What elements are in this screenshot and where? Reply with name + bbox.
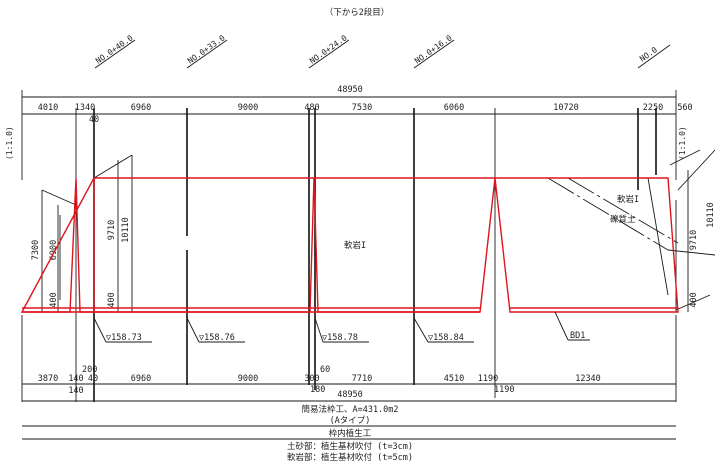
top-segment-dimensions: 4010 1340 40 6960 9000 480 7530 6060 107…: [22, 103, 693, 125]
footer-line: (Aタイプ): [330, 416, 371, 426]
elevation-label: ▽158.73: [106, 333, 142, 343]
top-total-dimension: 48950: [22, 85, 676, 98]
bottom-dim: 12340: [575, 374, 601, 384]
station-marker: NO.0+16.0: [413, 33, 455, 69]
left-height-label: 6900: [49, 240, 59, 260]
left-height-label: 400: [107, 292, 117, 307]
geology-boundaries: [547, 149, 715, 296]
left-height-label: 9710: [107, 220, 117, 240]
bottom-dim: 7710: [352, 374, 372, 384]
station-label: NO.0+16.0: [413, 33, 454, 65]
bottom-sub-dim: 140: [68, 386, 83, 396]
bottom-dim: 40: [88, 374, 98, 384]
bottom-dim: 3870: [38, 374, 58, 384]
bd-marker: BD1: [554, 311, 590, 341]
gravel-soil-label: 礫質土: [610, 214, 636, 225]
left-height-label: 7300: [31, 240, 41, 260]
bottom-small-dim: 60: [320, 365, 330, 375]
bottom-small-dim: 180: [310, 385, 325, 395]
bottom-small-dim: 200: [82, 365, 97, 375]
elevation-label: ▽158.78: [322, 333, 358, 343]
header-note: （下から2段目）: [325, 7, 390, 18]
top-dim: 4010: [38, 103, 58, 113]
footer-notes: 簡易法枠工、A=431.0m2 (Aタイプ) 枠内植生工 土砂部：植生基材吹付 …: [22, 404, 676, 463]
right-height-label: 10110: [706, 202, 715, 228]
station-marker: NO.0+40.0: [94, 33, 136, 69]
bottom-total-dimension: 48950: [22, 390, 676, 402]
top-dim: 7530: [352, 103, 372, 113]
rock-label-right: 軟岩I: [617, 194, 639, 205]
top-dim: 560: [677, 103, 692, 113]
bottom-dim: 1190: [478, 374, 498, 384]
top-dim: 6060: [444, 103, 464, 113]
bd-label: BD1: [570, 331, 585, 341]
footer-line: 土砂部：植生基材吹付 (t=3cm): [287, 441, 413, 452]
elevation-label: ▽158.84: [428, 333, 464, 343]
frame-outline: [20, 177, 679, 313]
top-dim: 2250: [643, 103, 663, 113]
bottom-segment-dimensions: 3870 140 40 6960 9000 300 7710 4510 1190…: [22, 374, 676, 396]
station-label: NO.0+40.0: [94, 33, 135, 65]
bottom-dim: 4510: [444, 374, 464, 384]
elevation-label: ▽158.76: [199, 333, 235, 343]
right-height-label: 400: [689, 292, 699, 307]
station-label: NO.0+33.0: [186, 33, 227, 65]
right-height-dimensions: 9710 10110 400: [669, 149, 715, 312]
rock-label-center: 軟岩I: [344, 240, 366, 251]
left-height-label: 10110: [121, 217, 131, 243]
footer-line: 枠内植生工: [329, 428, 372, 439]
station-label: NO.0+24.0: [308, 33, 349, 65]
top-dim: 480: [304, 103, 319, 113]
bottom-total-label: 48950: [337, 390, 363, 400]
bottom-dim: 9000: [238, 374, 258, 384]
bottom-dim: 140: [68, 374, 83, 384]
bottom-small-dim: 1190: [494, 385, 514, 395]
bottom-dim: 300: [304, 374, 319, 384]
station-marker: NO.0: [637, 44, 671, 69]
left-height-label: 400: [49, 292, 59, 307]
top-dim: 10720: [553, 103, 579, 113]
slope-ratio-right: (1:1.0): [678, 126, 687, 160]
station-markers: NO.0+40.0 NO.0+33.0 NO.0+24.0 NO.0+16.0 …: [94, 33, 671, 69]
bottom-dim: 6960: [131, 374, 151, 384]
left-height-dimensions: 7300 6900 9710 10110 400 400: [31, 154, 133, 312]
station-marker: NO.0+24.0: [308, 33, 350, 69]
footer-line: 簡易法枠工、A=431.0m2: [301, 404, 398, 415]
top-total-label: 48950: [337, 85, 363, 95]
slope-ratio-left: (1:1.0): [5, 126, 14, 160]
elevation-markers: ▽158.73 ▽158.76 ▽158.78 ▽158.84: [93, 317, 474, 343]
top-dim: 6960: [131, 103, 151, 113]
footer-line: 軟岩部：植生基材吹付 (t=5cm): [287, 452, 413, 463]
top-dim: 1340: [75, 103, 95, 113]
station-marker: NO.0+33.0: [186, 33, 228, 69]
top-dim: 9000: [238, 103, 258, 113]
right-height-label: 9710: [689, 230, 699, 250]
